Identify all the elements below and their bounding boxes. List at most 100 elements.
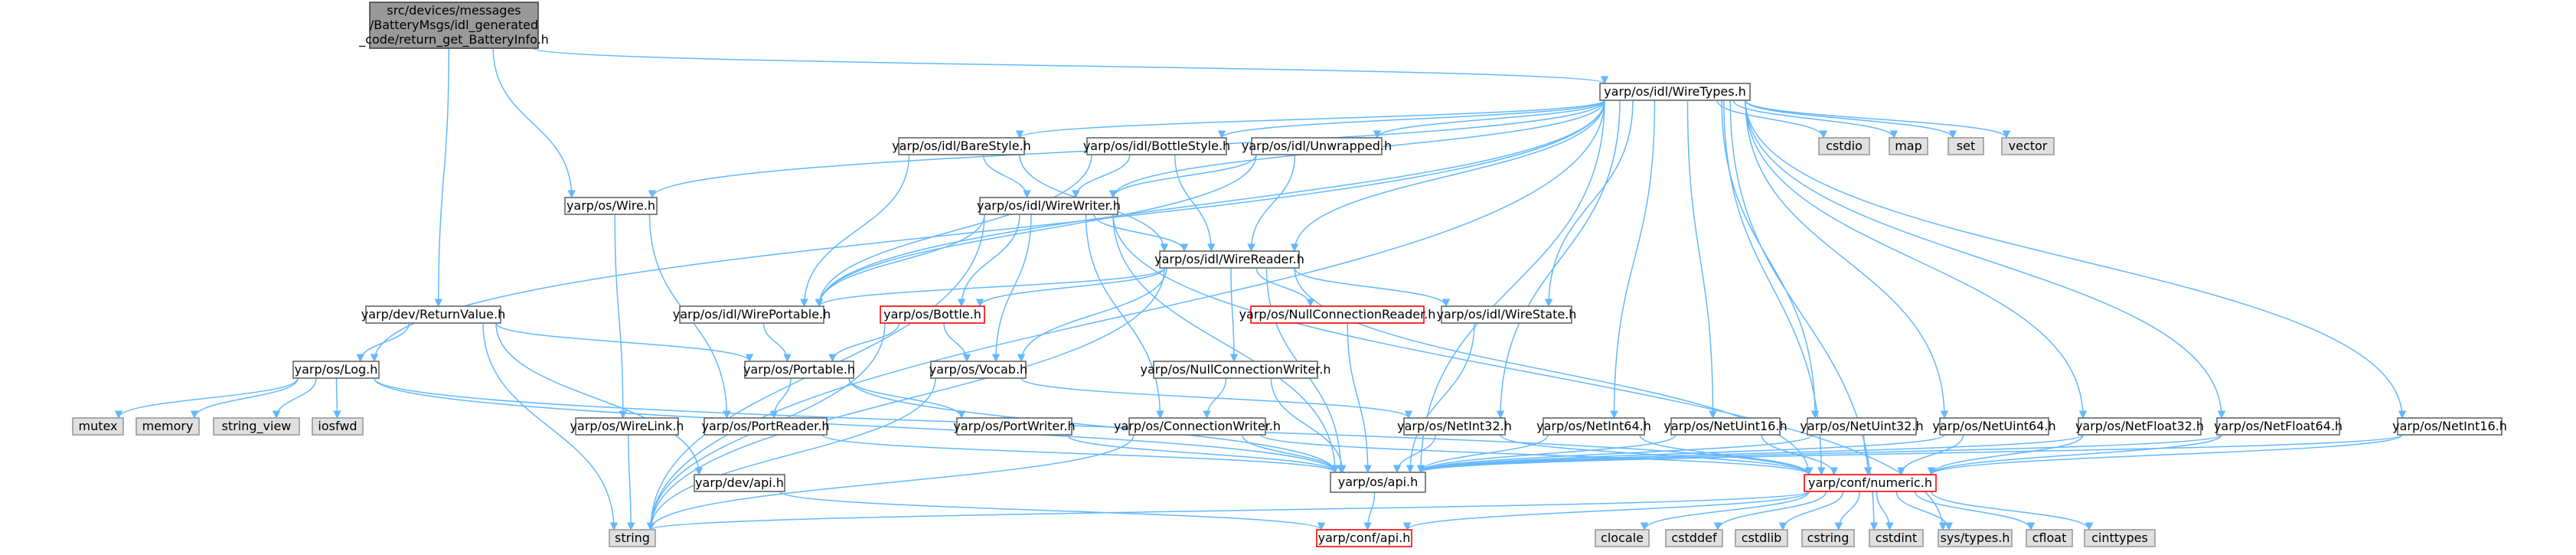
edge-numeric-to-cfloat [1914,491,2036,531]
node-label: cstring [1807,531,1850,545]
node-wirelink[interactable]: yarp/os/WireLink.h [570,417,684,436]
node-box [1543,417,1645,436]
node-label: _code/return_get_BatteryInfo.h [358,32,549,47]
edge-bottlestyle-to-wireportable [815,154,1092,308]
node-numeric[interactable]: yarp/conf/numeric.h [1804,474,1937,492]
node-connwriter[interactable]: yarp/os/ConnectionWriter.h [1114,417,1281,436]
node-barestyle[interactable]: yarp/os/idl/BareStyle.h [892,137,1031,155]
node-portwriter[interactable]: yarp/os/PortWriter.h [953,417,1076,436]
node-box [1086,137,1227,155]
node-systypes: sys/types.h [1938,529,2013,547]
node-mutex: mutex [72,417,124,436]
node-wiretypes[interactable]: yarp/os/idl/WireTypes.h [1599,83,1751,101]
edge-log-to-iosfwd [333,377,341,420]
node-root[interactable]: src/devices/messages/BatteryMsgs/idl_gen… [358,2,549,49]
edge-log-to-memory [190,377,299,420]
node-confapi[interactable]: yarp/conf/api.h [1316,529,1412,547]
node-nullconnreader[interactable]: yarp/os/NullConnectionReader.h [1239,305,1436,324]
edge-barestyle-to-wirewriter [982,154,1031,199]
edge-netint16-to-osapi [1417,434,2403,474]
node-label: yarp/dev/api.h [695,475,784,490]
node-nullconnwriter[interactable]: yarp/os/NullConnectionWriter.h [1140,361,1331,379]
node-label: yarp/conf/api.h [1318,531,1411,545]
node-netint16[interactable]: yarp/os/NetInt16.h [2392,417,2507,436]
node-netuint16[interactable]: yarp/os/NetUint16.h [1663,417,1788,436]
node-label: yarp/os/NullConnectionReader.h [1239,307,1436,322]
edge-wirereader-to-wirestate [1294,267,1451,308]
edge-unwrapped-to-wireportable [815,154,1257,308]
node-box [1665,529,1723,547]
edge-wireportable-to-portable [762,322,792,363]
node-box [1939,417,2049,436]
node-box [1801,529,1855,547]
node-netfloat64[interactable]: yarp/os/NetFloat64.h [2214,417,2343,436]
node-label: yarp/os/NullConnectionWriter.h [1140,362,1330,377]
node-box [564,197,658,215]
edge-netfloat64-to-osapi [1417,434,2222,474]
node-label: yarp/os/idl/BareStyle.h [892,139,1031,153]
edge-returnvalue-to-string [482,322,619,531]
node-wirestate[interactable]: yarp/os/idl/WireState.h [1437,305,1577,324]
node-string: string [609,529,656,547]
edge-numeric-to-cstdlib [1778,491,1844,531]
node-wire[interactable]: yarp/os/Wire.h [564,197,658,215]
node-box [2026,529,2073,547]
node-box [72,417,124,436]
node-label: iosfwd [318,419,357,433]
node-label: yarp/os/idl/WirePortable.h [673,307,831,322]
node-box [1595,529,1650,547]
node-label: yarp/os/idl/WireTypes.h [1604,84,1746,99]
edge-portable-to-osapi [848,377,1340,474]
node-label: yarp/dev/ReturnValue.h [361,307,506,322]
edge-wiretypes-to-unwrapped [1373,100,1605,139]
edge-netuint32-to-osapi [1416,434,1813,474]
node-cstdlib: cstdlib [1735,529,1788,547]
node-netfloat32[interactable]: yarp/os/NetFloat32.h [2075,417,2204,436]
node-unwrapped[interactable]: yarp/os/idl/Unwrapped.h [1242,137,1392,155]
node-wirereader[interactable]: yarp/os/idl/WireReader.h [1154,250,1304,269]
edge-wiretypes-to-bottlestyle [1217,100,1605,139]
edge-bottlestyle-to-wirewriter [1072,154,1131,199]
node-netint32[interactable]: yarp/os/NetInt32.h [1397,417,1512,436]
node-log[interactable]: yarp/os/Log.h [292,361,380,379]
node-osapi[interactable]: yarp/os/api.h [1330,472,1426,493]
node-bottle[interactable]: yarp/os/Bottle.h [880,305,985,324]
node-portreader[interactable]: yarp/os/PortReader.h [701,417,830,436]
edge-wiretypes-to-netint16 [1745,100,2407,420]
node-netuint64[interactable]: yarp/os/NetUint64.h [1932,417,2056,436]
edge-returnvalue-to-log [356,322,410,363]
edge-wirewriter-to-wireportable [815,214,985,308]
edge-osapi-to-confapi [1363,491,1376,531]
edge-wirereader-to-vocab [1017,267,1167,363]
node-box [1128,417,1266,436]
node-box [898,137,1025,155]
edge-wiretypes-to-netint64 [1610,100,1656,420]
edge-root-to-wire [492,47,576,199]
edge-bottlestyle-to-wirereader [1174,154,1216,253]
node-bottlestyle[interactable]: yarp/os/idl/BottleStyle.h [1083,137,1230,155]
node-netint64[interactable]: yarp/os/NetInt64.h [1536,417,1651,436]
node-memory: memory [135,417,200,436]
node-box [1735,529,1788,547]
edge-wirereader-to-wireportable [815,267,1165,308]
edge-portwriter-to-osapi [1066,434,1340,474]
node-portable[interactable]: yarp/os/Portable.h [743,361,855,379]
node-vocab[interactable]: yarp/os/Vocab.h [929,361,1027,379]
node-box [213,417,300,436]
node-box [1804,474,1937,492]
node-label: yarp/os/NetInt16.h [2392,419,2507,433]
node-wireportable[interactable]: yarp/os/idl/WirePortable.h [673,305,831,324]
node-wirewriter[interactable]: yarp/os/idl/WireWriter.h [977,197,1121,215]
node-label: yarp/os/NetInt64.h [1536,419,1651,433]
edge-wiretypes-to-osapi [1416,100,1605,474]
edge-numeric-to-string [647,491,1810,531]
node-netuint32[interactable]: yarp/os/NetUint32.h [1800,417,1924,436]
edge-log-to-mutex [114,377,299,420]
edge-wire-to-wirelink [614,214,627,420]
node-label: cstdio [1826,139,1863,153]
node-returnvalue[interactable]: yarp/dev/ReturnValue.h [361,305,506,324]
node-label: clocale [1601,531,1644,545]
node-devapi[interactable]: yarp/dev/api.h [694,474,785,492]
edge-netuint64-to-osapi [1417,434,1945,474]
